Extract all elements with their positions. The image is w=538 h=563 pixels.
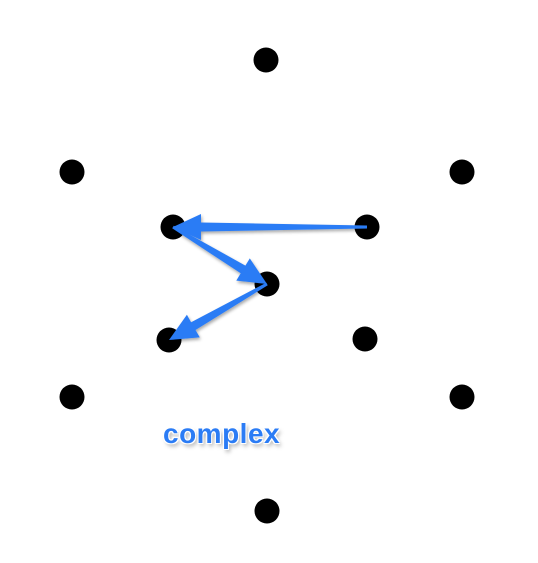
arrows-layer bbox=[169, 214, 367, 340]
arrow-inner-left-upper-to-center bbox=[172, 225, 267, 284]
dot-bottom bbox=[254, 498, 280, 524]
arrow-center-to-inner-left-lower bbox=[169, 282, 268, 340]
dot-lower-right bbox=[449, 384, 475, 410]
arrow-inner-right-upper-to-inner-left-upper bbox=[173, 214, 367, 240]
dot-top bbox=[253, 47, 279, 73]
pattern-label: complex bbox=[163, 418, 281, 449]
dot-lower-left bbox=[59, 384, 85, 410]
dot-upper-left bbox=[59, 159, 85, 185]
dot-upper-right bbox=[449, 159, 475, 185]
dot-inner-right-lower bbox=[352, 326, 378, 352]
